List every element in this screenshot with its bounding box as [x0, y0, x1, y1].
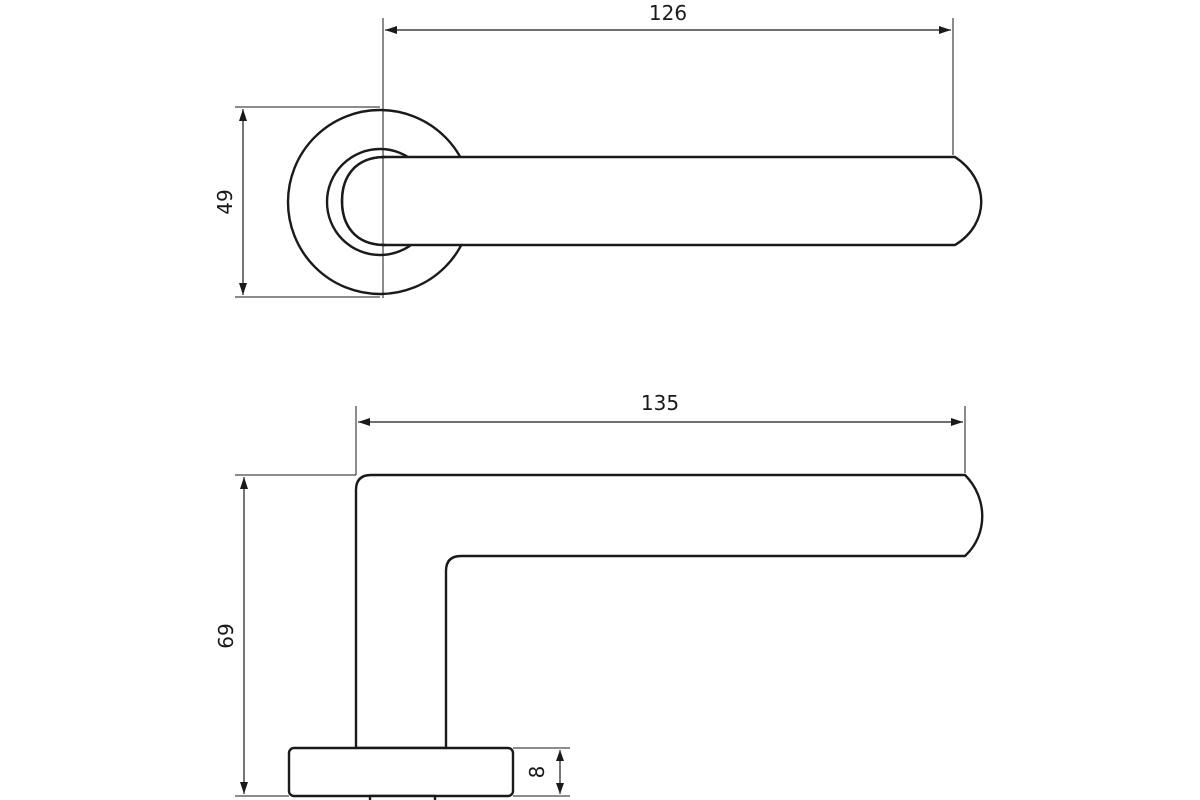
side-dim-arrow-right	[951, 418, 963, 426]
side-dim-arrow-base-down	[556, 783, 564, 794]
side-rosette-base	[287, 746, 515, 798]
top-lever-neck	[340, 155, 387, 247]
top-lever-body	[340, 155, 983, 247]
top-dim-label-diameter: 49	[213, 189, 237, 214]
side-dim-arrow-left	[358, 418, 370, 426]
top-dim-arrow-right	[939, 26, 951, 34]
top-dim-label-length: 126	[649, 1, 687, 25]
side-dim-label-length: 135	[641, 391, 679, 415]
side-spindle-stub	[368, 794, 437, 800]
top-dim-arrow-left	[385, 26, 397, 34]
side-dim-arrow-down	[240, 782, 248, 794]
side-lever-body	[354, 473, 984, 750]
side-view: 135 69 8	[214, 391, 984, 800]
top-view: 126 49	[213, 1, 983, 298]
top-dim-arrow-up	[239, 109, 247, 121]
side-dim-label-thickness: 8	[525, 766, 549, 779]
top-dim-arrow-down	[239, 283, 247, 295]
side-dim-arrow-up	[240, 477, 248, 489]
side-dim-arrow-base-up	[556, 750, 564, 761]
side-dim-label-height: 69	[214, 623, 238, 648]
